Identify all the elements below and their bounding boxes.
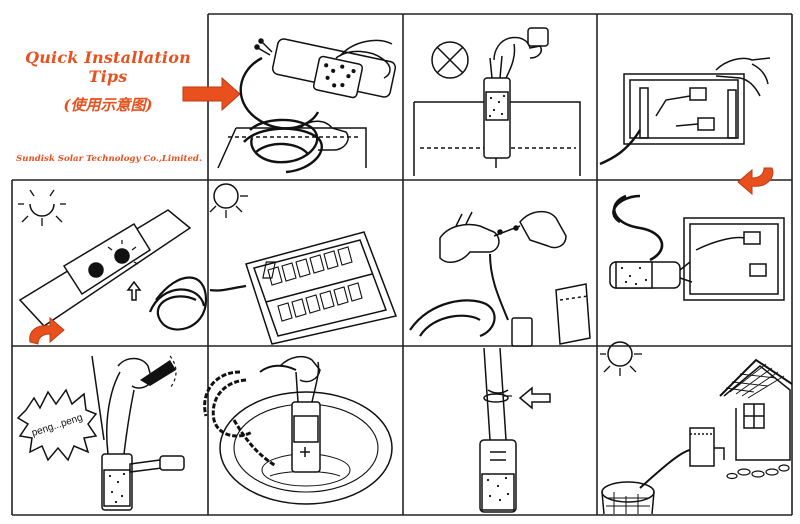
shout-bubble [16,388,98,462]
step-11-house-and-well [600,341,793,515]
title-block: Quick Installation Tips (使用示意图) [8,48,208,115]
company-name: Sundisk Solar Technology Co.,Limited. [16,154,202,164]
step-9-submerge-pump-in-water [203,355,393,505]
next-step-curve-arrow-icon [737,167,774,196]
step-2-lower-pump-into-box [413,27,581,176]
step-8-tap-test [16,355,185,511]
step-1-pump-and-cable [217,38,397,174]
step-10-pump-in-pipe [479,347,551,513]
step-4-light-exposure-check [18,189,208,331]
next-step-curve-arrow-icon-2 [29,316,65,345]
step-3-panel-junction-box [599,57,771,166]
next-step-arrow-icon [182,76,241,112]
step-7-pump-linked-to-panel [609,194,785,301]
page-subtitle: (使用示意图) [63,96,153,114]
step-6-connect-wires [409,210,591,347]
page-title: Quick Installation Tips [25,48,191,86]
step-5-place-solar-panel-in-sun [209,183,398,345]
